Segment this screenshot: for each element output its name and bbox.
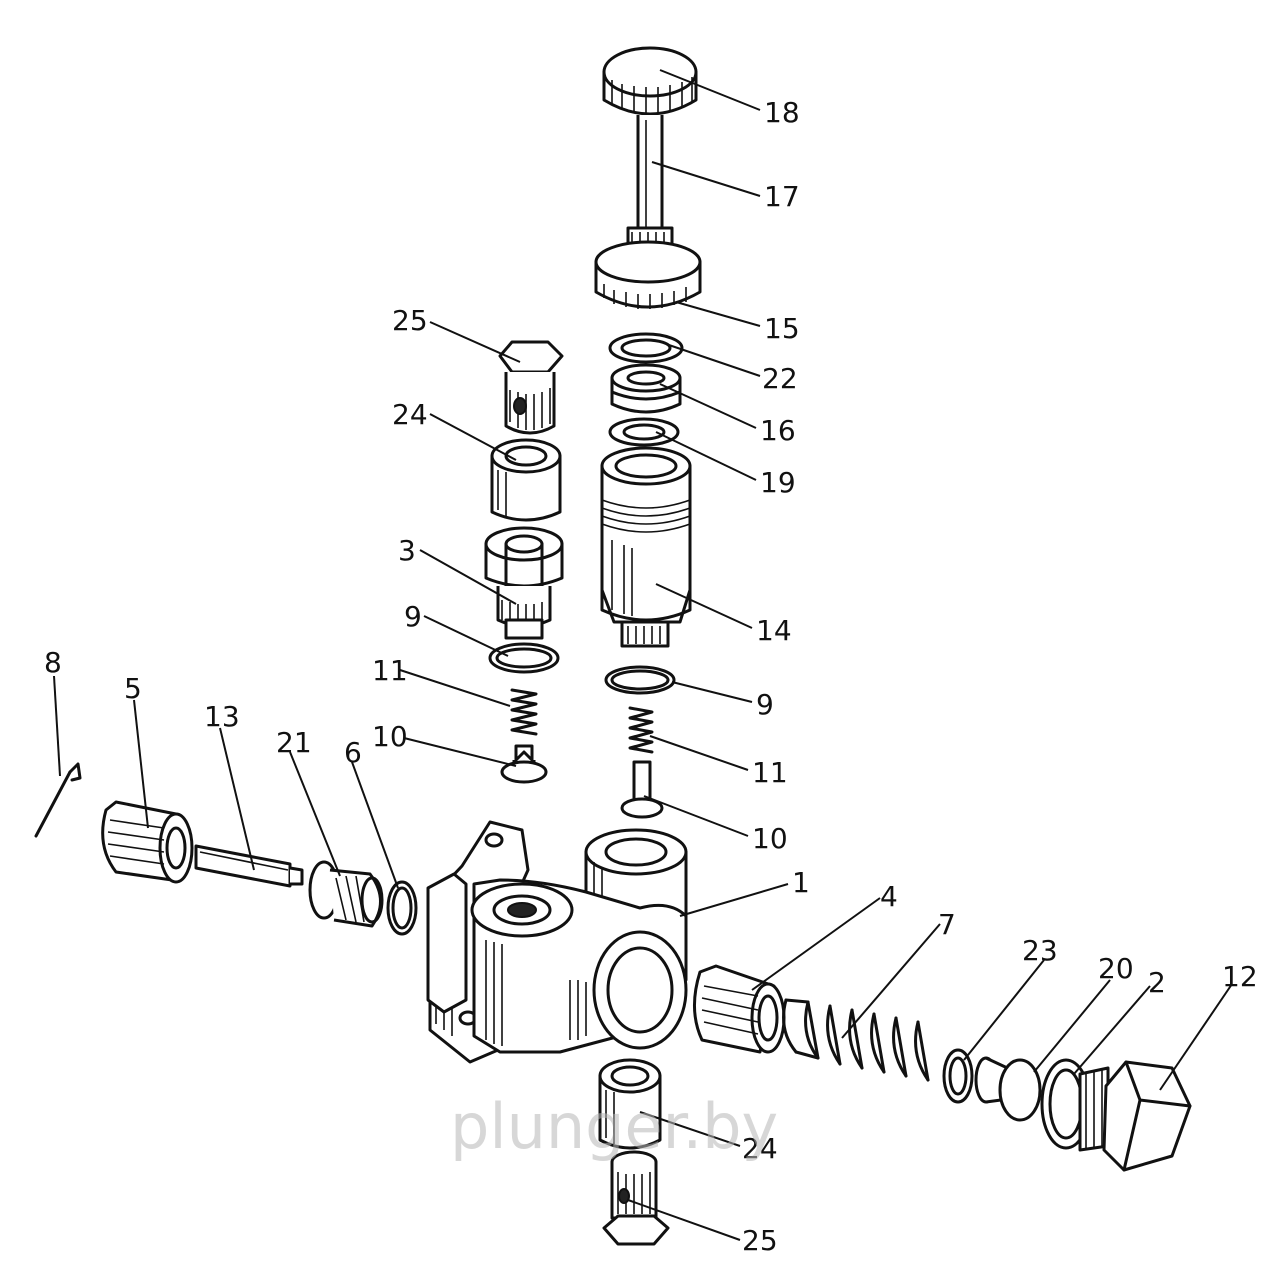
label-10-right: 10	[752, 822, 788, 855]
label-14: 14	[756, 614, 792, 647]
part-11-right-spring	[628, 706, 654, 754]
label-9-left: 9	[404, 600, 422, 633]
label-9-right: 9	[756, 688, 774, 721]
label-7: 7	[938, 908, 956, 941]
label-4: 4	[880, 880, 898, 913]
label-11-left: 11	[372, 654, 408, 687]
part-15-nut	[594, 240, 702, 309]
part-24-top-sleeve	[490, 438, 562, 522]
part-8-hex-key	[34, 762, 82, 838]
part-3-fitting	[484, 526, 564, 640]
part-5-sleeve	[101, 800, 194, 884]
label-3: 3	[398, 534, 416, 567]
part-21-ring	[308, 860, 384, 928]
part-19-washer	[608, 417, 680, 447]
part-24-bottom-sleeve	[598, 1058, 662, 1150]
label-21: 21	[276, 726, 312, 759]
label-16: 16	[760, 414, 796, 447]
part-7-spring	[782, 998, 930, 1082]
label-25-top: 25	[392, 304, 428, 337]
label-24-top: 24	[392, 398, 428, 431]
part-9-right-oring	[604, 665, 676, 695]
label-23: 23	[1022, 934, 1058, 967]
leader-lines	[53, 69, 1233, 1241]
part-9-left-oring	[488, 642, 560, 674]
part-12-plug	[1078, 1060, 1192, 1172]
part-14-cylinder	[600, 446, 692, 648]
part-25-bottom-bolt	[602, 1150, 670, 1246]
part-1-body	[426, 820, 688, 1064]
label-5: 5	[124, 672, 142, 705]
label-18: 18	[764, 96, 800, 129]
part-11-left-spring	[510, 688, 538, 736]
part-23-washer	[942, 1048, 974, 1104]
part-17-rod	[626, 115, 674, 254]
part-4-sleeve	[692, 964, 786, 1054]
part-10-left-valve	[500, 744, 548, 784]
label-22: 22	[762, 362, 798, 395]
label-8: 8	[44, 646, 62, 679]
part-10-right-valve	[620, 760, 664, 819]
label-12: 12	[1222, 960, 1258, 993]
label-6: 6	[344, 736, 362, 769]
label-10-left: 10	[372, 720, 408, 753]
part-18-knob	[602, 46, 698, 116]
part-13-pin	[194, 844, 304, 888]
part-25-top-bolt	[498, 340, 564, 435]
label-2: 2	[1148, 966, 1166, 999]
label-25-bottom: 25	[742, 1224, 778, 1257]
label-11-right: 11	[752, 756, 788, 789]
part-22-washer	[608, 332, 684, 364]
label-17: 17	[764, 180, 800, 213]
label-15: 15	[764, 312, 800, 345]
label-24-bottom: 24	[742, 1132, 778, 1165]
part-20-plunger	[974, 1056, 1042, 1122]
watermark-text: plunger.by	[450, 1090, 778, 1163]
label-1: 1	[792, 866, 810, 899]
label-20: 20	[1098, 952, 1134, 985]
part-labels: 18 17 15 22 16 19 14 9 11 10 25 24 3 9 1…	[44, 96, 1258, 1257]
part-6-oring	[386, 880, 418, 936]
label-13: 13	[204, 700, 240, 733]
label-19: 19	[760, 466, 796, 499]
